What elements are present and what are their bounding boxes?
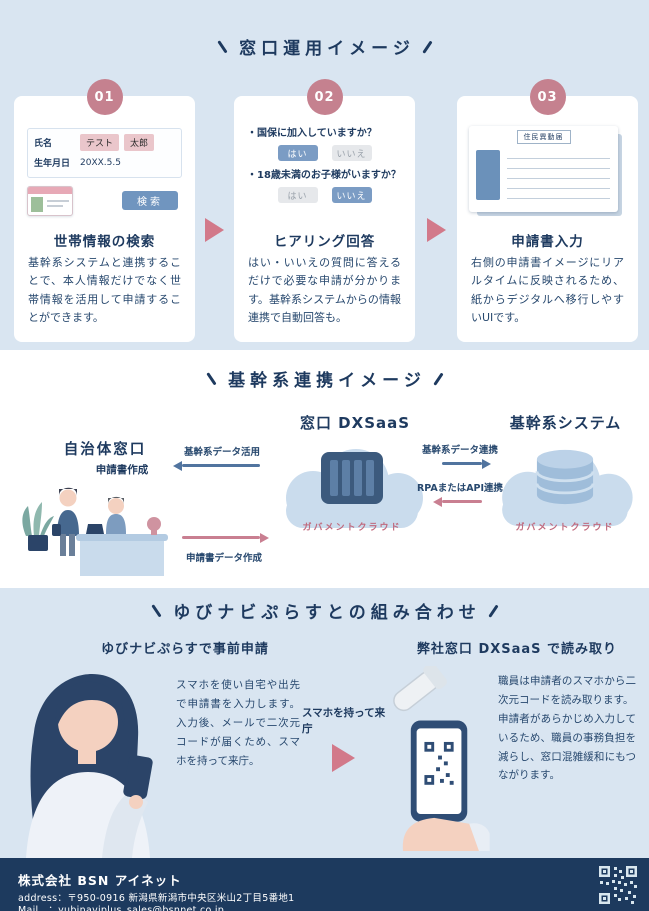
section2-title-row: 基幹系連携イメージ bbox=[0, 366, 649, 391]
question-text: ・国保に加入していますか？ bbox=[247, 128, 377, 139]
name-value-chip: 太郎 bbox=[124, 134, 155, 151]
birthdate-field-row: 生年月日 20XX.5.5 bbox=[34, 156, 175, 170]
government-cloud-label: ガバメントクラウド bbox=[515, 523, 615, 533]
woman-with-phone-illustration bbox=[26, 674, 153, 858]
section1-title: 窓口運用イメージ bbox=[239, 39, 415, 59]
yes-no-row: はい いいえ bbox=[247, 145, 402, 161]
window-operation-section: 窓口運用イメージ 01 氏名 テスト 太郎 生年月日 20XX.5.5 bbox=[0, 0, 649, 350]
search-form-fields: 氏名 テスト 太郎 生年月日 20XX.5.5 bbox=[27, 128, 182, 178]
counter-sublabel: 申請書作成 bbox=[95, 464, 149, 476]
form-title: 住民異動届 bbox=[516, 130, 571, 144]
footer: 株式会社 BSN アイネット address：〒950-0916 新潟県新潟市中… bbox=[0, 858, 649, 911]
mail-label: Mail ： bbox=[18, 905, 59, 911]
no-button: いいえ bbox=[331, 145, 372, 161]
flow-arrow-from-counter bbox=[182, 532, 269, 543]
no-button-selected: いいえ bbox=[331, 187, 372, 203]
person-search-form-mockup: 氏名 テスト 太郎 生年月日 20XX.5.5 検索 bbox=[27, 128, 182, 224]
name-field-row: 氏名 テスト 太郎 bbox=[34, 134, 175, 151]
title-decoration-right bbox=[422, 39, 433, 54]
step-description: はい・いいえの質問に答えるだけで必要な申請が分かります。基幹系システムからの情報… bbox=[248, 256, 401, 325]
section3-title: ゆびナビぷらすとの組み合わせ bbox=[173, 603, 481, 623]
form-sheet: 住民異動届 bbox=[469, 126, 618, 212]
step-arrow-icon bbox=[427, 218, 446, 242]
flow-arrow-to-counter bbox=[173, 460, 260, 471]
pre-application-description: スマホを使い自宅や出先で申請書を入力します。入力後、メールで二次元コードが届くた… bbox=[176, 679, 300, 767]
name-value-chip: テスト bbox=[80, 134, 120, 151]
reading-heading: 弊社窓口 DXSaaS で読み取り bbox=[416, 642, 618, 657]
section2-title: 基幹系連携イメージ bbox=[228, 371, 426, 391]
title-decoration-right bbox=[433, 371, 444, 386]
name-field-label: 氏名 bbox=[34, 139, 53, 149]
qr-scan-illustration bbox=[393, 666, 490, 851]
step-description: 基幹系システムと連携することで、本人情報だけでなく世帯情報を活用して申請すること… bbox=[28, 256, 181, 325]
address-line: address：〒950-0916 新潟県新潟市中央区米山2丁目5番地1 bbox=[18, 890, 295, 904]
system-integration-section: 基幹系連携イメージ 自治体窓口 申請書作成 基幹系データ活用 bbox=[0, 350, 649, 588]
mynumber-card-icon bbox=[27, 186, 73, 216]
address-value: 〒950-0916 新潟県新潟市中央区米山2丁目5番地1 bbox=[67, 893, 295, 904]
reading-description: 職員は申請者のスマホから二次元コードを読み取ります。 申請者があらかじめ入力して… bbox=[498, 675, 636, 782]
dxsaas-label: 窓口 DXSaaS bbox=[299, 414, 411, 432]
flow-label-application-data: 申請書データ作成 bbox=[185, 553, 262, 564]
counter-illustration bbox=[22, 487, 168, 576]
qr-code-icon bbox=[599, 866, 637, 904]
title-decoration-left bbox=[151, 603, 161, 618]
visit-arrow-icon bbox=[332, 744, 355, 772]
birthdate-field-label: 生年月日 bbox=[34, 159, 71, 169]
birthdate-value: 20XX.5.5 bbox=[80, 157, 121, 168]
yes-no-row: はい いいえ bbox=[247, 187, 402, 203]
flow-arrow-from-core bbox=[433, 496, 482, 507]
flow-label-core-data-use: 基幹系データ活用 bbox=[183, 447, 260, 458]
search-button: 検索 bbox=[122, 191, 178, 210]
title-decoration-left bbox=[205, 371, 216, 386]
mail-line: Mail ：yubinaviplus_sales@bsnnet.co.jp bbox=[18, 902, 224, 911]
server-icon bbox=[321, 452, 383, 504]
section1-title-row: 窓口運用イメージ bbox=[0, 34, 649, 59]
step-number-badge: 03 bbox=[529, 79, 566, 115]
form-sidebar-block bbox=[476, 150, 500, 200]
form-field-lines bbox=[507, 152, 610, 202]
step-heading: 申請書入力 bbox=[511, 234, 584, 250]
title-decoration-left bbox=[216, 39, 227, 54]
core-system-cloud: ガバメントクラウド bbox=[485, 436, 645, 540]
step-card-hearing-answers: 02 ・国保に加入していますか？ はい いいえ ・18歳未満のお子様がいますか？… bbox=[234, 79, 415, 342]
step-heading: ヒアリング回答 bbox=[273, 234, 376, 250]
application-form-mockup: 住民異動届 bbox=[469, 126, 626, 218]
visit-with-phone-label: スマホを持って来庁 bbox=[302, 707, 386, 735]
mail-value: yubinaviplus_sales@bsnnet.co.jp bbox=[58, 905, 225, 911]
step-description: 右側の申請書イメージにリアルタイムに反映されるため、紙からデジタルへ移行しやすい… bbox=[471, 256, 624, 325]
government-cloud-label: ガバメントクラウド bbox=[302, 523, 402, 533]
dxsaas-cloud: ガバメントクラウド bbox=[268, 436, 436, 540]
core-system-label: 基幹系システム bbox=[509, 414, 622, 432]
hearing-questions-mockup: ・国保に加入していますか？ はい いいえ ・18歳未満のお子様がいますか？ はい… bbox=[247, 126, 402, 210]
step-card-household-search: 01 氏名 テスト 太郎 生年月日 20XX.5.5 検索 bbox=[14, 79, 195, 342]
yubinavi-section: ゆびナビぷらすとの組み合わせ ゆびナビぷらすで事前申請 弊社窓口 DXSaaS … bbox=[0, 588, 649, 858]
flow-label-core-link: 基幹系データ連携 bbox=[421, 445, 498, 456]
pre-application-heading: ゆびナビぷらすで事前申請 bbox=[101, 642, 269, 657]
question-text: ・18歳未満のお子様がいますか？ bbox=[247, 170, 401, 181]
step-number-badge: 01 bbox=[86, 79, 123, 115]
counter-label: 自治体窓口 bbox=[63, 442, 147, 458]
flow-arrow-to-core bbox=[442, 458, 491, 469]
step-card-application-input: 03 住民異動届 申請書入力 右側の申請書イメージにリアルタイムに反映されるため… bbox=[457, 79, 638, 342]
section3-title-row: ゆびナビぷらすとの組み合わせ bbox=[0, 598, 649, 623]
step-number-badge: 02 bbox=[306, 79, 343, 115]
step-heading: 世帯情報の検索 bbox=[53, 234, 156, 250]
yes-button: はい bbox=[277, 187, 318, 203]
yes-button-selected: はい bbox=[277, 145, 318, 161]
title-decoration-right bbox=[488, 603, 498, 618]
database-icon bbox=[535, 449, 595, 505]
flow-label-rpa-api: RPAまたはAPI連携 bbox=[416, 483, 504, 494]
step-arrow-icon bbox=[205, 218, 224, 242]
address-label: address： bbox=[18, 893, 68, 904]
company-name: 株式会社 BSN アイネット bbox=[18, 873, 182, 888]
